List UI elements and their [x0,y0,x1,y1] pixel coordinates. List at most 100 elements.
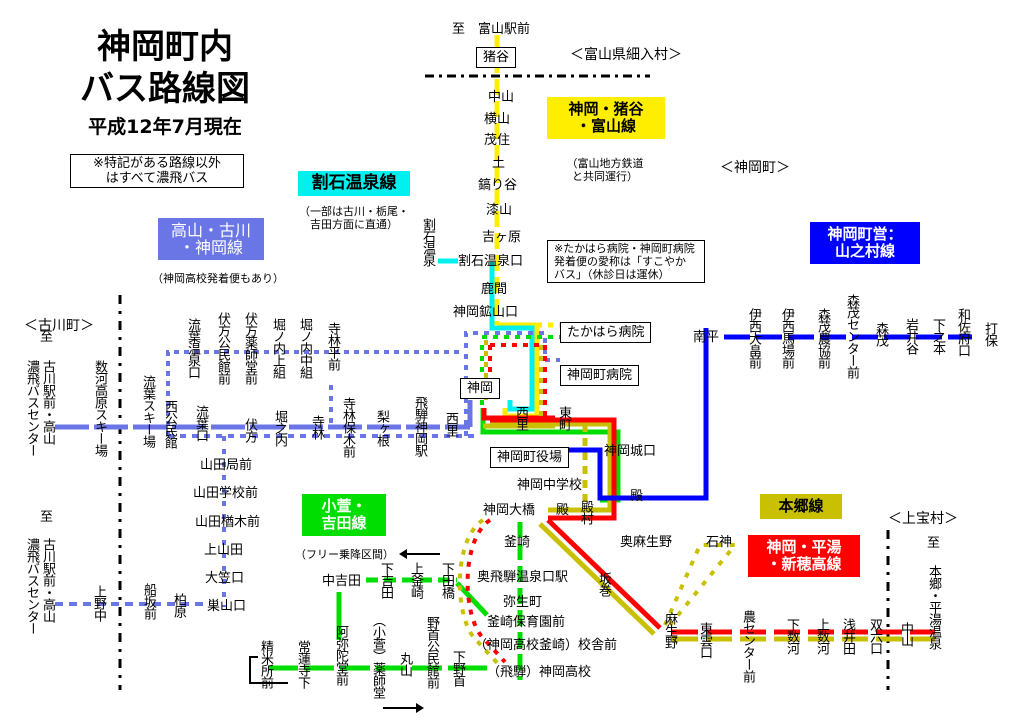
stop[interactable]: 伊西馬場前 [779,308,794,368]
stop[interactable]: 吉ヶ原 [482,230,522,245]
stop[interactable]: 柏原 [171,593,186,617]
stop[interactable]: 流葉口 [193,405,208,441]
stop[interactable]: 鹿間 [481,282,508,297]
line-label-yamanomura: 神岡町営： 山之村線 [810,222,920,264]
stop[interactable]: 中吉田 [322,574,362,589]
stop[interactable]: 森茂 [873,322,888,346]
stop[interactable]: 流葉スキー場 [140,375,155,447]
dest-furukawa-top-right: 古川駅前・高山 [40,360,55,444]
stop[interactable]: 伊西大畠前 [746,308,761,368]
stop[interactable]: 大笠口 [205,571,245,586]
stop[interactable]: 神岡中学校 [517,478,583,493]
stop[interactable]: 伏方薬師堂前 [242,312,257,384]
stop[interactable]: 寺林保木前 [340,397,355,457]
stop-takahara-hospital[interactable]: たかはら病院 [560,322,652,343]
stop[interactable]: 神岡鉱山口 [453,305,519,320]
stop[interactable]: 殿村 [578,500,593,524]
dest-toyama: 至 富山駅前 [452,22,531,37]
stop[interactable]: 東雲口 [697,622,712,658]
stop[interactable]: 上山田 [204,543,244,558]
stop[interactable]: 西里 [443,412,458,436]
stop[interactable]: 釜崎 [504,535,531,550]
stop[interactable]: 弥生町 [503,595,543,610]
region-kamitakara: ＜上宝村＞ [888,511,958,527]
stop[interactable]: 下吉田 [378,562,393,598]
stop[interactable]: 堀ノ内中組 [297,318,312,378]
dest-furukawa-bot-to: 至 [40,510,54,525]
stop[interactable]: 漆山 [486,203,513,218]
stop[interactable]: 南平 [693,330,720,345]
stop[interactable]: 常蓮寺下 [295,640,310,688]
stop[interactable]: 森茂センター前 [844,294,859,378]
map-title-line1: 神岡町内 [97,27,233,67]
stop-waridashi-onsen[interactable]: 割石温泉 [420,218,435,266]
stop[interactable]: 梨ヶ根 [374,410,389,446]
stop-kamioka-hospital[interactable]: 神岡町病院 [560,365,640,386]
stop[interactable]: 伏方 [242,418,257,442]
stop[interactable]: 麻生野 [662,612,677,648]
stop[interactable]: 寺林平前 [325,322,340,370]
stop[interactable]: 精米所前 [258,640,273,688]
stop[interactable]: 釜崎保育園前 [487,615,566,630]
stop[interactable]: 中山 [488,90,515,105]
stop[interactable]: 鎬り谷 [478,178,518,193]
stop[interactable]: （神岡高校釜崎）校舎前 [474,638,618,653]
line-label-waridashi: 割石温泉線 [298,171,410,196]
stop[interactable]: 寺林 [309,415,324,439]
stop[interactable]: 流葉温泉口 [185,318,200,378]
stop[interactable]: 山田楢木前 [195,515,261,530]
line-note-okaya: （フリー乗降区間） [295,548,394,561]
stop[interactable]: 岩井谷 [903,318,918,354]
stop[interactable]: 巣山口 [207,599,247,614]
region-kamioka: ＜神岡町＞ [720,160,790,176]
stop-town-office[interactable]: 神岡町役場 [490,447,570,468]
seimai-bracket [249,656,258,684]
operator-note: ※特記がある路線以外 はすべて濃飛バス [70,154,244,188]
stop[interactable]: 神岡城口 [604,444,657,459]
stop[interactable]: 伏方公民館前 [215,312,230,384]
stop[interactable]: 下田橋 [439,562,454,598]
stop[interactable]: 野首公民館前 [424,616,439,688]
stop[interactable]: 上数河 [814,618,829,654]
stop[interactable]: 上野中 [91,585,106,621]
stop-kamioka[interactable]: 神岡 [460,378,501,399]
stop[interactable]: 東町 [556,406,571,430]
stop[interactable]: 茂住 [484,133,511,148]
stop[interactable]: 山田学校前 [193,486,259,501]
stop[interactable]: 丸山 [397,652,412,676]
stop[interactable]: 石神 [706,535,733,550]
stop[interactable]: 堀ノ内上組 [270,318,285,378]
stop-inotani[interactable]: 猪谷 [476,47,517,68]
stop[interactable]: 割石温泉口 [458,254,524,269]
stop[interactable]: 農センター前 [740,610,755,682]
stop[interactable]: 阿弥陀堂前 [333,625,348,685]
stop[interactable]: 神岡大橋 [483,503,536,518]
stop[interactable]: （小萱）薬師堂 [370,614,385,698]
stop[interactable]: 上釜崎 [408,562,423,598]
stop[interactable]: 下野首 [450,650,465,686]
stop[interactable]: 中山 [898,622,913,646]
stop[interactable]: （飛騨）神岡高校 [487,665,592,680]
stop[interactable]: 森茂農協前 [815,308,830,368]
stop[interactable]: 和佐府口 [955,308,970,356]
stop[interactable]: 坂巻 [596,572,611,596]
stop[interactable]: 下之本 [930,318,945,354]
stop[interactable]: 船坂前 [141,583,156,619]
stop[interactable]: 奥飛騨温泉口駅 [477,570,569,585]
stop[interactable]: 殿 [556,503,570,518]
stop[interactable]: 飛騨神岡駅 [412,396,427,456]
stop[interactable]: 双六口 [867,618,882,654]
stop[interactable]: 横山 [484,112,511,127]
stop[interactable]: 土 [492,156,506,171]
stop[interactable]: 下数河 [784,618,799,654]
stop[interactable]: 堀之内 [272,410,287,446]
stop[interactable]: 打保 [982,322,997,346]
stop[interactable]: 浅井田 [840,618,855,654]
stop[interactable]: 西公民館 [162,400,177,448]
route-hongo-branch [663,543,740,627]
stop[interactable]: 奥麻生野 [620,535,673,550]
stop[interactable]: 数河高原スキー場 [92,360,107,456]
stop[interactable]: 山田局前 [200,458,253,473]
stop[interactable]: 西里 [513,406,528,430]
stop[interactable]: 殿 [630,489,644,504]
